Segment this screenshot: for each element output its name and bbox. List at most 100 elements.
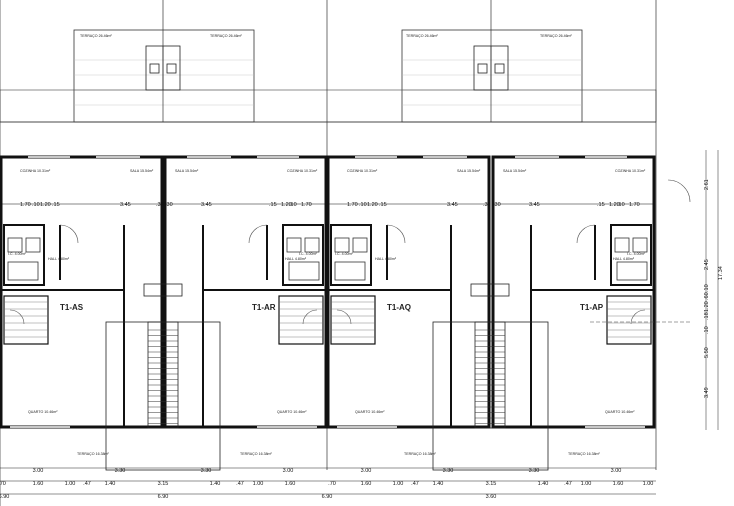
bidet-icon <box>286 237 302 253</box>
door-swing <box>302 309 318 325</box>
toilet-icon <box>334 237 350 253</box>
room-label-terraco-bottom: TERRAÇO 16.38m² <box>568 452 601 456</box>
room-label-terraco-top: TERRAÇO 26.46m² <box>210 34 243 38</box>
interior-dim: 3.45 <box>201 202 212 208</box>
room-label-quarto: QUARTO 10.46m² <box>605 410 635 414</box>
room-label-terraco-top: TERRAÇO 26.46m² <box>406 34 439 38</box>
interior-dim: 1.20 <box>367 202 378 208</box>
bottom-dim-row3: 6.90 <box>158 494 169 500</box>
room-label-cozinha: COZINHA 10.31m² <box>20 169 51 173</box>
interior-dim: 3.45 <box>120 202 131 208</box>
room-label-sala: SALA 15.54m² <box>175 169 199 173</box>
right-dim: .60 <box>704 292 710 300</box>
right-dim: 3.49 <box>704 387 710 398</box>
interior-dim: 1.70 <box>301 202 312 208</box>
bottom-dim-row2: .47 <box>83 481 91 487</box>
interior-dim: 1.70 <box>347 202 358 208</box>
interior-dim: .10 <box>289 202 297 208</box>
bathroom-wall <box>3 224 45 286</box>
interior-dim: .15 <box>269 202 277 208</box>
door-swing <box>630 309 646 325</box>
room-label-sala: SALA 15.54m² <box>130 169 154 173</box>
interior-dim: .30 <box>156 202 164 208</box>
unit-t1-ar <box>163 155 328 429</box>
bottom-dim-row2: 1.40 <box>105 481 116 487</box>
bathtub-icon <box>7 261 39 281</box>
bottom-dim-row2: .47 <box>564 481 572 487</box>
bathtub-icon <box>288 261 320 281</box>
unit-name: T1-AS <box>60 303 84 312</box>
bottom-dim-row1: 3.00 <box>361 468 372 474</box>
door-swing <box>59 224 79 244</box>
closet <box>3 295 49 345</box>
room-label-quarto: QUARTO 10.46m² <box>28 410 58 414</box>
interior-dim: 1.20 <box>40 202 51 208</box>
bottom-dim-row2: 1.00 <box>393 481 404 487</box>
door-swing <box>667 179 691 203</box>
bottom-dim-row2: .70 <box>328 481 336 487</box>
bathtub-icon <box>334 261 366 281</box>
bottom-dim-row2: 1.40 <box>210 481 221 487</box>
right-dim: 5.50 <box>704 347 710 358</box>
bottom-dim-row1: 3.00 <box>283 468 294 474</box>
right-dim: 2.45 <box>704 259 710 270</box>
interior-dim: .10 <box>359 202 367 208</box>
room-label-terraco-top: TERRAÇO 26.46m² <box>80 34 113 38</box>
common-stairs <box>105 283 549 471</box>
interior-dim: .30 <box>493 202 501 208</box>
exterior-wall <box>0 155 164 429</box>
landing <box>470 283 510 297</box>
right-dim: 2.61 <box>704 179 710 190</box>
door-swing <box>386 224 406 244</box>
closet <box>606 295 652 345</box>
bottom-dim-row3: 6.90 <box>0 494 9 500</box>
unit-name: T1-AR <box>252 303 276 312</box>
bottom-dim-row2: .47 <box>411 481 419 487</box>
bottom-dim-row1: 3.00 <box>33 468 44 474</box>
top-terrace-left <box>73 29 255 123</box>
unit-t1-as <box>0 155 164 429</box>
room-label-cozinha: COZINHA 10.31m² <box>347 169 378 173</box>
bathtub-icon <box>616 261 648 281</box>
bidet-icon <box>352 237 368 253</box>
closet <box>330 295 376 345</box>
room-label-hall: HALL 4.80m² <box>48 257 70 261</box>
bottom-dim-row1: 3.30 <box>443 468 454 474</box>
room-label-ic: I.C. 4.00m² <box>627 252 646 256</box>
interior-dim: 1.20 <box>609 202 620 208</box>
bottom-dim-row2: 1.00 <box>65 481 76 487</box>
room-label-terraco-top: TERRAÇO 26.46m² <box>540 34 573 38</box>
room-label-quarto: QUARTO 10.46m² <box>355 410 385 414</box>
interior-dim: .15 <box>597 202 605 208</box>
bottom-dim-row1: 3.30 <box>529 468 540 474</box>
room-label-quarto: QUARTO 10.46m² <box>277 410 307 414</box>
interior-dim: 1.70 <box>629 202 640 208</box>
room-label-sala: SALA 15.54m² <box>457 169 481 173</box>
bottom-dim-row2: 1.60 <box>33 481 44 487</box>
room-label-terraco-bottom: TERRAÇO 16.38m² <box>240 452 273 456</box>
top-terrace-right <box>401 29 583 123</box>
interior-dim: .10 <box>32 202 40 208</box>
bottom-dim-row2: .47 <box>236 481 244 487</box>
landing <box>143 283 183 297</box>
interior-dim: .10 <box>617 202 625 208</box>
unit-t1-ap <box>491 155 656 429</box>
room-label-hall: HALL 4.80m² <box>613 257 635 261</box>
unit-name: T1-AQ <box>387 303 411 312</box>
interior-dim: .30 <box>483 202 491 208</box>
bottom-dim-row1: 3.00 <box>611 468 622 474</box>
right-dim: 1.20 <box>704 301 710 312</box>
bottom-dim-row2: 1.40 <box>433 481 444 487</box>
stair-flight <box>474 321 506 429</box>
right-dim: 17.34 <box>718 266 724 280</box>
room-label-ic: I.C. 4.00m² <box>335 252 354 256</box>
unit-label: T1-AS COZINHA 10.31m² SALA 15.54m² HALL 4.8… <box>8 169 164 456</box>
bottom-dim-row3: 6.90 <box>322 494 333 500</box>
bottom-dim-row2: 1.60 <box>613 481 624 487</box>
door-swing <box>9 309 25 325</box>
bathroom-wall <box>282 224 324 286</box>
bottom-dim-row2: 3.15 <box>158 481 169 487</box>
